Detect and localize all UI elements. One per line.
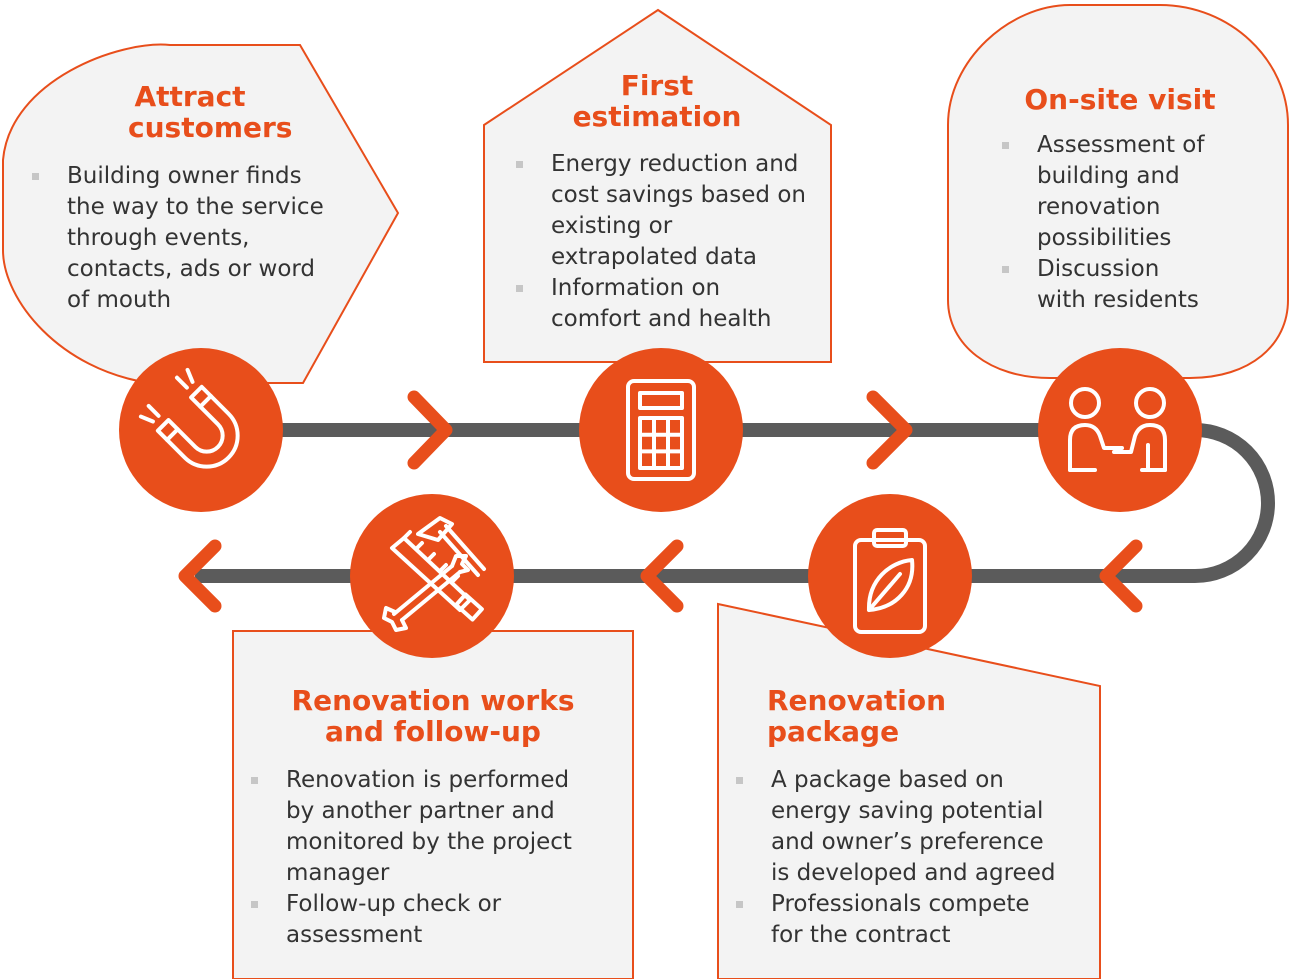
step-circle-visit [1038,348,1202,512]
chevron-left-icon [178,539,222,613]
step-title-renovation-package: Renovation package [767,684,947,748]
step-circle-estimation [579,348,743,512]
chevron-right-icon [407,390,453,470]
chevron-left-icon [1099,539,1143,613]
bullet-item: Information on comfort and health [516,273,806,335]
bullet-item: Professionals compete for the contract [736,889,1066,951]
magnet-icon [138,367,240,469]
step-circle-attract [119,348,283,512]
box-renovation-works [232,630,634,979]
meeting-icon [1068,387,1167,472]
box-first-estimation [483,8,832,363]
step-title-on-site-visit: On-site visit [1024,83,1216,116]
box-attract-customers [2,43,400,384]
bullet-list-package: A package based on energy saving potenti… [736,765,1066,951]
bullet-item: Energy reduction and cost savings based … [516,149,806,273]
bullet-list-visit: Assessment of building and renovation po… [1002,130,1207,316]
calculator-icon [626,379,696,481]
step-circle-package [808,494,972,658]
box-on-site-visit [947,4,1289,379]
chevron-right-icon [866,390,913,470]
bullet-item: Assessment of building and renovation po… [1002,130,1207,254]
bullet-item: Follow-up check or assessment [251,889,586,951]
process-track [195,423,1275,583]
bullet-list-estimation: Energy reduction and cost savings based … [516,149,806,335]
bullet-item: Discussion with residents [1002,254,1207,316]
step-title-first-estimation: First estimation [572,69,742,133]
bullet-item: Renovation is performed by another partn… [251,765,586,889]
tools-icon [382,516,486,632]
step-title-attract-customers: Attract customers [128,80,293,144]
bullet-list-works: Renovation is performed by another partn… [251,765,586,951]
bullet-item: Building owner finds the way to the serv… [32,161,337,316]
chevron-left-icon [640,539,684,613]
clipboard-leaf-icon [853,528,927,634]
step-circle-works [350,494,514,658]
step-title-renovation-works: Renovation works and follow-up [291,684,575,748]
bullet-list-attract: Building owner finds the way to the serv… [32,161,337,316]
box-renovation-package [717,602,1101,979]
bullet-item: A package based on energy saving potenti… [736,765,1066,889]
